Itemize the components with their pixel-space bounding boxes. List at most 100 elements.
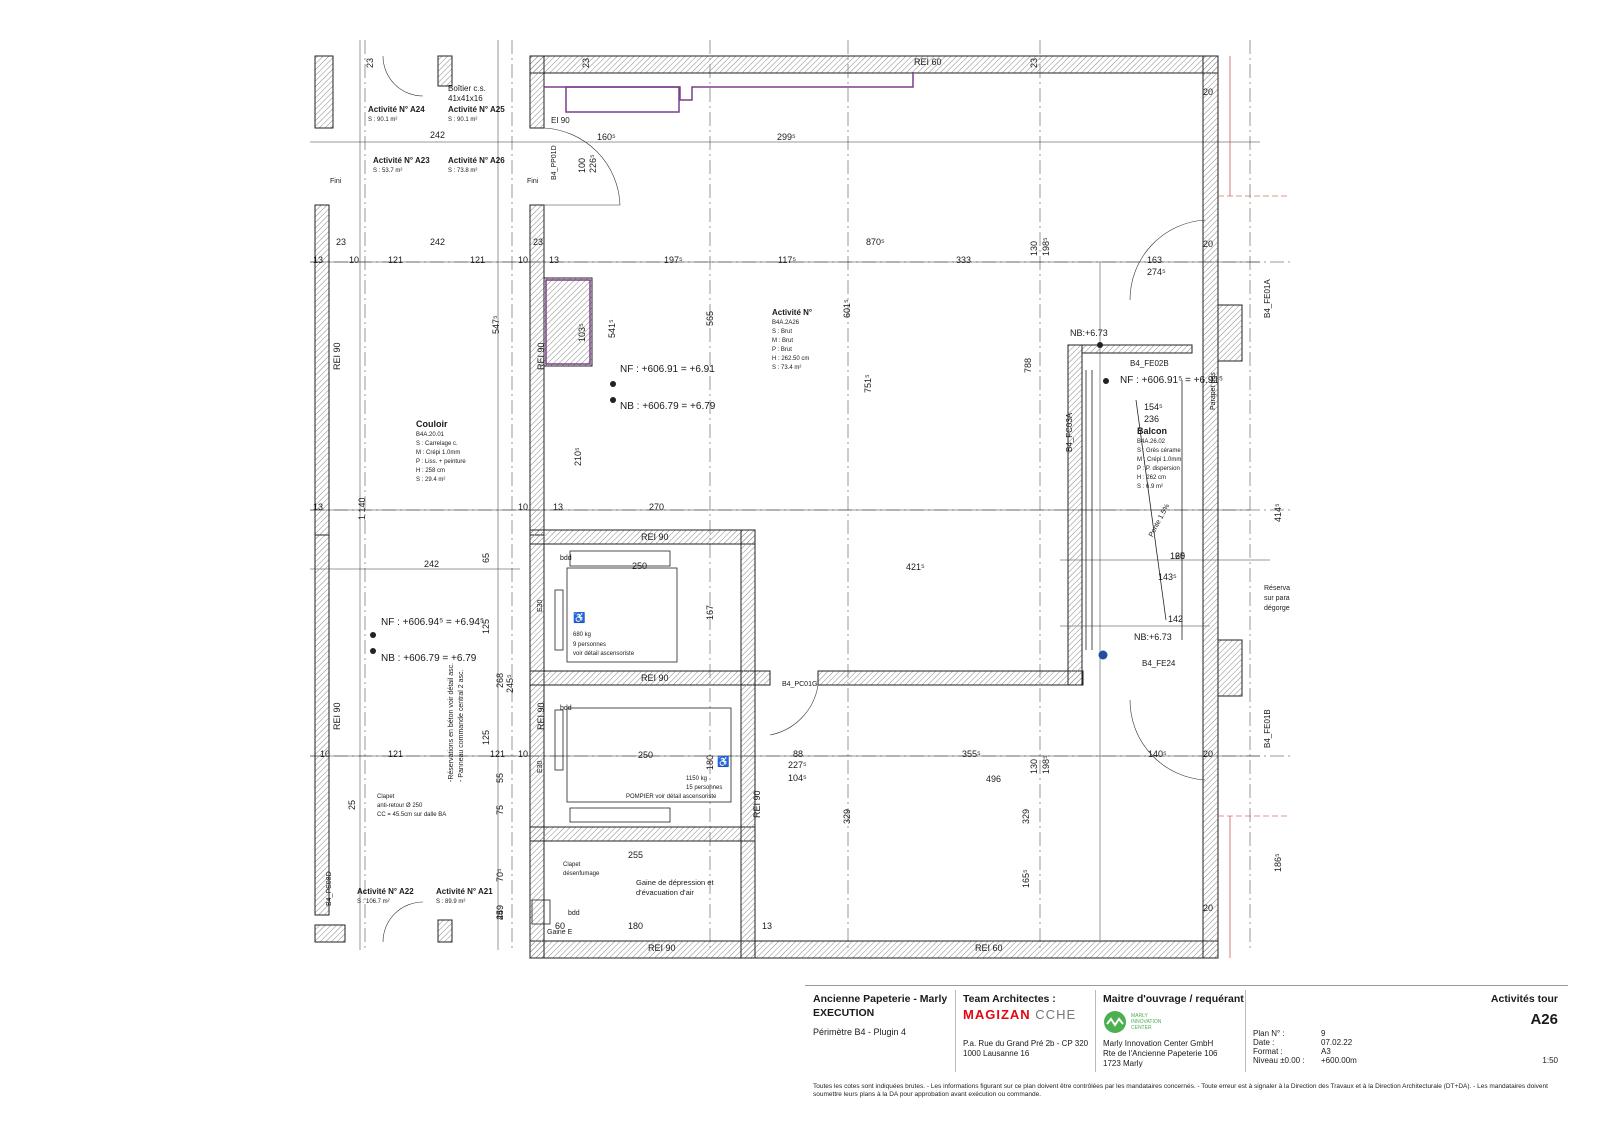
- level-value: +600.00m: [1321, 1056, 1357, 1065]
- owner-label: Maitre d'ouvrage / requérant: [1103, 993, 1244, 1005]
- dimension: 242: [430, 130, 446, 140]
- wall-rating: REI 90: [536, 342, 546, 370]
- dimension: 20: [1203, 87, 1214, 97]
- dimension: 13: [549, 255, 560, 265]
- dimension: 270: [649, 502, 665, 512]
- dimension: 10: [518, 502, 529, 512]
- dimension: 242: [424, 559, 440, 569]
- dimension: 547⁵: [491, 315, 501, 334]
- dimension: 421⁵: [906, 562, 925, 572]
- bdd-label: bdd: [560, 705, 572, 712]
- lift2-persons: 15 personnes: [686, 785, 723, 791]
- dimension: 210⁵: [573, 447, 583, 466]
- wall-rating: REI 90: [641, 673, 669, 683]
- main-room-line: H : 262.50 cm: [772, 356, 810, 362]
- level-nb-main: NB : +606.79 = +6.79: [620, 401, 716, 412]
- wall-rating: REI 60: [914, 57, 942, 67]
- dimension: 226⁵: [588, 154, 598, 173]
- couloir-line: S : 29.4 m²: [416, 477, 446, 483]
- main-room-line: S : Brut: [772, 329, 793, 335]
- dimension: 255: [628, 850, 644, 860]
- room-area-a25: S : 90.1 m²: [448, 117, 478, 123]
- dimension: 60: [555, 921, 566, 931]
- dimension: 788: [1023, 357, 1033, 373]
- footnote: Toutes les cotes sont indiquées brutes. …: [813, 1083, 1548, 1098]
- level-nf-corridor: NF : +606.94⁵ = +6.94⁵: [381, 617, 485, 628]
- dimension: 870⁵: [866, 237, 885, 247]
- grid-lines: [310, 40, 1290, 950]
- dimension: 198⁵: [1041, 237, 1051, 256]
- owner-address: Rte de l'Ancienne Papeterie 106: [1103, 1049, 1218, 1058]
- plan-no: 9: [1321, 1029, 1326, 1038]
- bdd-label: bdd: [560, 555, 572, 562]
- dimension: 103⁵: [577, 323, 587, 342]
- project-perimeter: Périmètre B4 - Plugin 4: [813, 1027, 907, 1037]
- room-area-a21: S : 89.9 m²: [436, 899, 466, 905]
- level-markers: [370, 342, 1109, 654]
- lift1-depth: 167: [705, 604, 715, 620]
- dimension: 268: [495, 672, 505, 688]
- project-phase: EXECUTION: [813, 1007, 875, 1019]
- dimension: 10: [518, 255, 529, 265]
- wall-rating: REI 90: [641, 532, 669, 542]
- dimension-lines: [310, 40, 1270, 950]
- wheelchair-icon: ♿: [573, 613, 586, 624]
- dimension: 245⁵: [505, 674, 515, 693]
- couloir-line: B4A.20.01: [416, 432, 445, 438]
- architect-address: P.a. Rue du Grand Pré 2b - CP 320: [963, 1039, 1089, 1048]
- dimension: 25: [347, 799, 357, 810]
- mic-logo-icon: [1104, 1011, 1126, 1033]
- wall-rating: E30: [537, 599, 544, 612]
- window-tag: B4_FE01B: [1263, 709, 1272, 748]
- window-tag: B4_FC03A: [1065, 412, 1074, 452]
- dimension: 496: [986, 774, 1002, 784]
- architect-address: 1000 Lausanne 16: [963, 1049, 1030, 1058]
- lift2-note: POMPIER voir détail ascensoriste: [626, 794, 717, 800]
- dimension: 130: [1029, 758, 1039, 774]
- boitier-dim: 41x41x16: [448, 94, 483, 103]
- door-swings: [382, 55, 1206, 943]
- dimension: 10: [320, 749, 331, 759]
- dimension: 165⁵: [1021, 869, 1031, 888]
- dimension: 88: [793, 749, 804, 759]
- team-label: Team Architectes :: [963, 993, 1056, 1005]
- dimension: 236: [1144, 414, 1160, 424]
- dimension: 329: [842, 808, 852, 824]
- main-room-line: M : Brut: [772, 338, 794, 344]
- lift2-depth: 180: [705, 754, 715, 770]
- dimension: 333: [956, 255, 972, 265]
- dimension: 163: [1147, 255, 1163, 265]
- owner-logo-text: MARLY INNOVATION CENTER: [1131, 1013, 1162, 1031]
- room-title-a23: Activité N° A23: [373, 156, 430, 165]
- dimension: 165: [1170, 551, 1186, 561]
- panel-note: - Panneau commande central 2 asc.: [458, 669, 465, 782]
- clapet-anti-label: Clapet: [377, 794, 395, 800]
- plan-no-label: Plan N° :: [1253, 1029, 1285, 1038]
- dimension: 23: [533, 237, 544, 247]
- owner-city: 1723 Marly: [1103, 1059, 1143, 1068]
- wall-rating: REI 60: [975, 943, 1003, 953]
- wall-rating: REI 90: [332, 702, 342, 730]
- date-value: 07.02.22: [1321, 1038, 1353, 1047]
- lift2-load: 1150 kg: [686, 776, 707, 782]
- lift-cabins: [531, 550, 732, 925]
- sheet-code: A26: [1530, 1011, 1558, 1028]
- dimension: 13: [553, 502, 564, 512]
- room-title-a25: Activité N° A25: [448, 105, 505, 114]
- scale-value: 1:50: [1542, 1056, 1558, 1065]
- gaine-label: Gaine de dépression et: [636, 878, 714, 887]
- dimension: 100: [577, 157, 587, 173]
- walls: [314, 55, 1243, 959]
- dimension: 751⁵: [863, 374, 873, 393]
- wall-rating: REI 90: [536, 702, 546, 730]
- dimension: 20: [1175, 551, 1186, 561]
- dimension: 70⁵: [495, 868, 505, 882]
- dimension: 541⁵: [607, 319, 617, 338]
- couloir-line: H : 258 cm: [416, 468, 446, 474]
- wheelchair-icon: ♿: [717, 757, 730, 768]
- room-area-a24: S : 90.1 m²: [368, 117, 398, 123]
- couloir-line: M : Crépi 1.0mm: [416, 450, 461, 456]
- window-tag: B4_FE02B: [1130, 359, 1169, 368]
- door-tag: B4_PC01G: [782, 681, 818, 688]
- balcony-outline: [1085, 370, 1183, 650]
